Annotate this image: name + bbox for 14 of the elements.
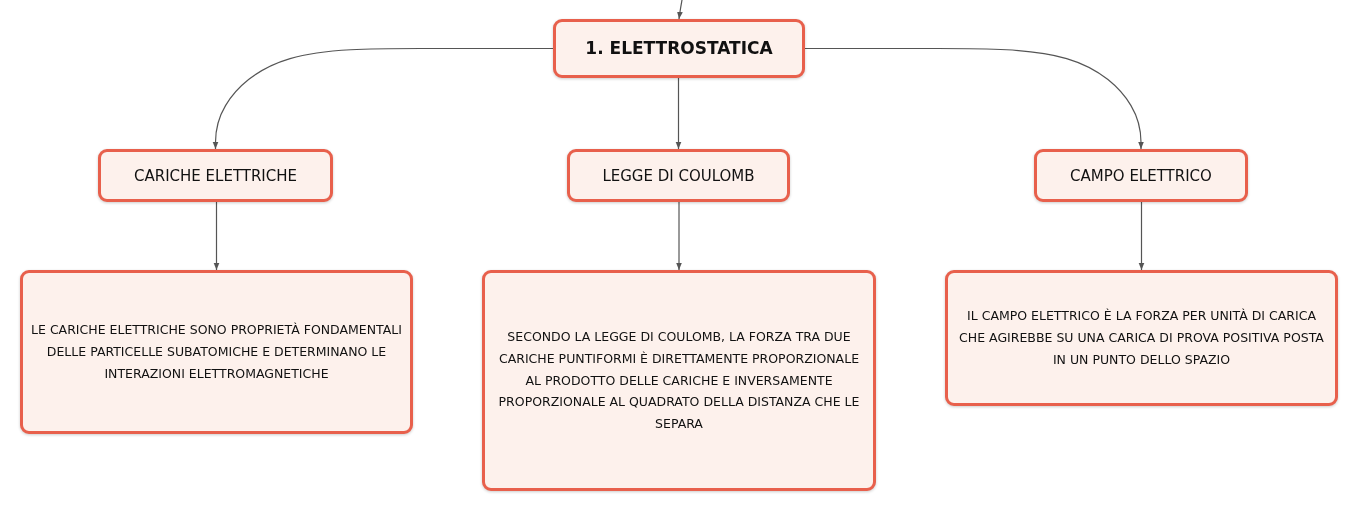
topic-box: LEGGE DI COULOMB [567,149,790,202]
arrow [675,77,682,150]
arrow [804,47,1144,150]
arrow [1138,201,1145,271]
text-box: LE CARICHE ELETTRICHE SONO PROPRIETÀ FONDAMENTALI DELLE PARTICELLE SUBATOMICHE E DETERMINANO LE INTERAZIONI ELETTROMAGNETICHE [20,270,413,434]
topic-box: CAMPO ELETTRICO [1034,149,1248,202]
arrow [212,47,554,150]
text-box: IL CAMPO ELETTRICO È LA FORZA PER UNITÀ DI CARICA CHE AGIREBBE SU UNA CARICA DI PROVA POSITIVA POSTA IN UN PUNTO DELLO SPAZIO [945,270,1338,406]
arrow [213,201,220,271]
text-box: SECONDO LA LEGGE DI COULOMB, LA FORZA TRA DUE CARICHE PUNTIFORMI È DIRETTAMENTE PROPORZIONALE AL PRODOTTO DELLE CARICHE E INVERSAMENTE PROPORZIONALE AL QUADRATO DELLA DISTANZA CHE LE SEPARA [482,270,876,491]
topic-box: CARICHE ELETTRICHE [98,149,333,202]
arrow [677,0,683,20]
arrow [676,201,682,271]
root-topic-box: 1. ELETTROSTATICA [553,19,805,78]
